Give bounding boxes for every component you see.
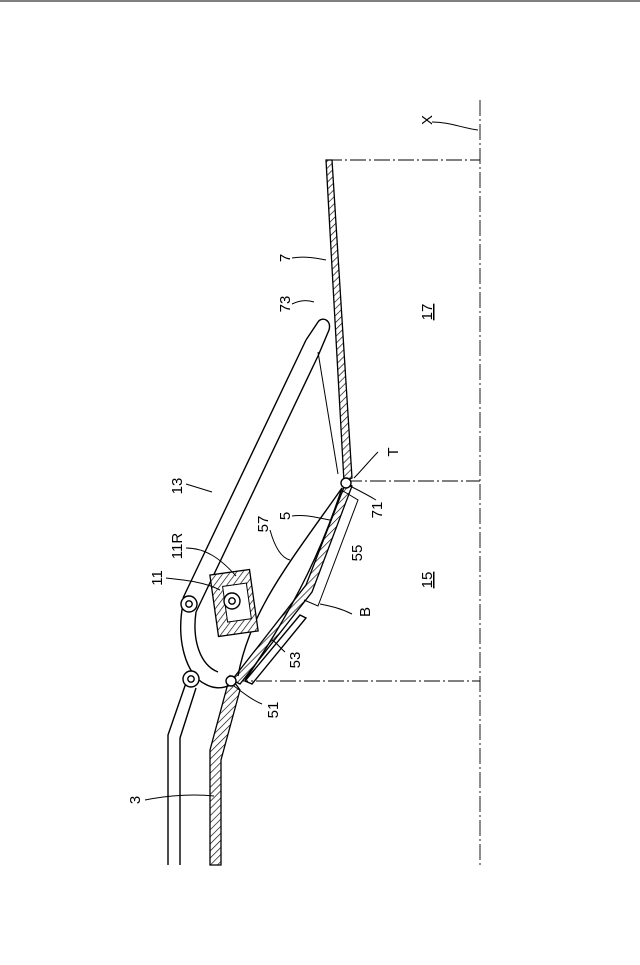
- leader-13: [186, 484, 212, 492]
- label-13: 13: [169, 478, 186, 495]
- leader-5: [292, 515, 330, 520]
- pin-11-upper-core: [186, 601, 192, 607]
- label-53: 53: [287, 652, 304, 669]
- label-15: 15: [419, 572, 436, 589]
- label-73: 73: [277, 296, 294, 313]
- label-11R: 11R: [169, 533, 186, 560]
- label-55: 55: [349, 545, 366, 562]
- pin-11-core: [229, 598, 235, 604]
- link-13-end-cap: [306, 319, 330, 356]
- member-73: [318, 352, 338, 474]
- leader-T: [354, 452, 378, 478]
- label-17: 17: [419, 304, 436, 321]
- leader-x: [432, 122, 478, 130]
- leader-73: [292, 301, 314, 304]
- pin-71: [341, 478, 351, 488]
- leader-11R: [186, 548, 236, 576]
- label-57: 57: [255, 516, 272, 533]
- label-11: 11: [149, 570, 166, 586]
- upper-beam-right: [180, 688, 196, 865]
- upper-beam-left: [168, 680, 187, 865]
- member-7: [326, 160, 352, 482]
- leader-7: [292, 257, 326, 260]
- link-13-arm-lower: [196, 356, 318, 612]
- label-3: 3: [127, 796, 144, 804]
- label-51: 51: [265, 702, 282, 719]
- label-71: 71: [369, 502, 386, 519]
- pin-lower-core: [188, 676, 194, 682]
- leader-57: [270, 530, 290, 560]
- leader-B: [320, 604, 352, 614]
- pin-51: [226, 676, 236, 686]
- label-B: B: [357, 607, 374, 617]
- label-T: T: [385, 447, 402, 456]
- member-3: [210, 676, 240, 865]
- link-13-inner: [195, 612, 218, 672]
- label-X: X: [419, 115, 436, 125]
- label-7: 7: [277, 254, 294, 262]
- label-5: 5: [277, 512, 294, 520]
